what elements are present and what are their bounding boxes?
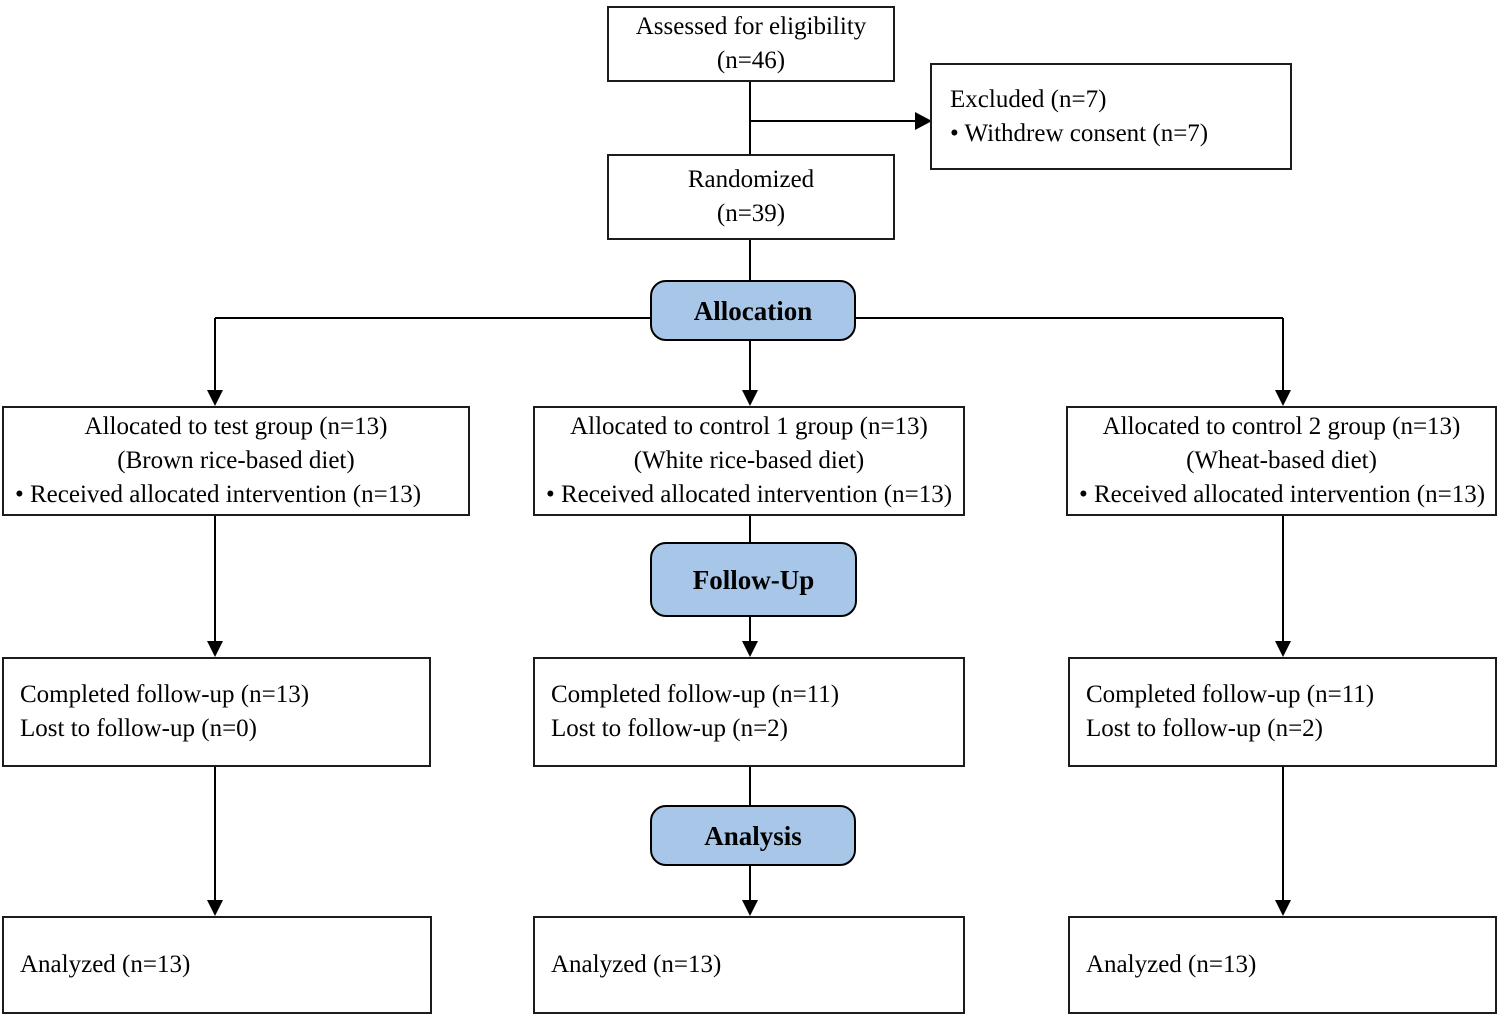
analyzed-line: Analyzed (n=13)	[1086, 951, 1257, 978]
allocated-line1: Allocated to test group (n=13)	[84, 413, 388, 440]
analyzed-line: Analyzed (n=13)	[20, 951, 191, 978]
allocated-line1: Allocated to control 1 group (n=13)	[570, 413, 928, 440]
randomized-line2: (n=39)	[716, 200, 786, 227]
followup-box-control-1-group: Completed follow-up (n=11) Lost to follo…	[533, 657, 965, 767]
followup-line2: Lost to follow-up (n=2)	[551, 715, 788, 742]
followup-line1: Completed follow-up (n=11)	[551, 681, 840, 708]
followup-line2: Lost to follow-up (n=2)	[1086, 715, 1323, 742]
allocation-stage-text: Allocation	[693, 295, 813, 326]
randomized-line1: Randomized	[687, 166, 815, 193]
allocated-box-control-1-group: Allocated to control 1 group (n=13) (Whi…	[533, 406, 965, 516]
analyzed-box-test-group: Analyzed (n=13)	[2, 916, 432, 1014]
followup-stage-text: Follow-Up	[692, 564, 815, 595]
allocated-line1: Allocated to control 2 group (n=13)	[1102, 413, 1461, 440]
followup-line1: Completed follow-up (n=11)	[1086, 681, 1375, 708]
analysis-stage-label: Analysis	[650, 805, 856, 866]
randomized-box: Randomized (n=39)	[607, 154, 895, 240]
allocated-box-test-group: Allocated to test group (n=13) (Brown ri…	[2, 406, 470, 516]
followup-line1: Completed follow-up (n=13)	[20, 681, 310, 708]
allocated-line2: (Wheat-based diet)	[1186, 447, 1377, 474]
allocated-line2: (Brown rice-based diet)	[117, 447, 355, 474]
allocated-box-control-2-group: Allocated to control 2 group (n=13) (Whe…	[1066, 406, 1497, 516]
assessed-line2: (n=46)	[716, 47, 786, 74]
followup-box-control-2-group: Completed follow-up (n=11) Lost to follo…	[1068, 657, 1497, 767]
allocated-line3: • Received allocated intervention (n=13)	[15, 481, 422, 508]
allocated-line2: (White rice-based diet)	[633, 447, 865, 474]
analysis-stage-text: Analysis	[704, 820, 802, 851]
followup-stage-label: Follow-Up	[650, 542, 857, 617]
analyzed-box-control-1-group: Analyzed (n=13)	[533, 916, 965, 1014]
analyzed-line: Analyzed (n=13)	[551, 951, 722, 978]
excluded-box: Excluded (n=7) • Withdrew consent (n=7)	[930, 63, 1292, 170]
assessed-box: Assessed for eligibility (n=46)	[607, 6, 895, 82]
allocated-line3: • Received allocated intervention (n=13)	[1079, 481, 1486, 508]
allocated-line3: • Received allocated intervention (n=13)	[546, 481, 953, 508]
followup-box-test-group: Completed follow-up (n=13) Lost to follo…	[2, 657, 431, 767]
excluded-line2: • Withdrew consent (n=7)	[950, 119, 1209, 147]
assessed-line1: Assessed for eligibility	[635, 13, 867, 40]
analyzed-box-control-2-group: Analyzed (n=13)	[1068, 916, 1497, 1014]
followup-line2: Lost to follow-up (n=0)	[20, 715, 257, 742]
allocation-stage-label: Allocation	[650, 280, 856, 341]
excluded-line1: Excluded (n=7)	[950, 85, 1107, 113]
